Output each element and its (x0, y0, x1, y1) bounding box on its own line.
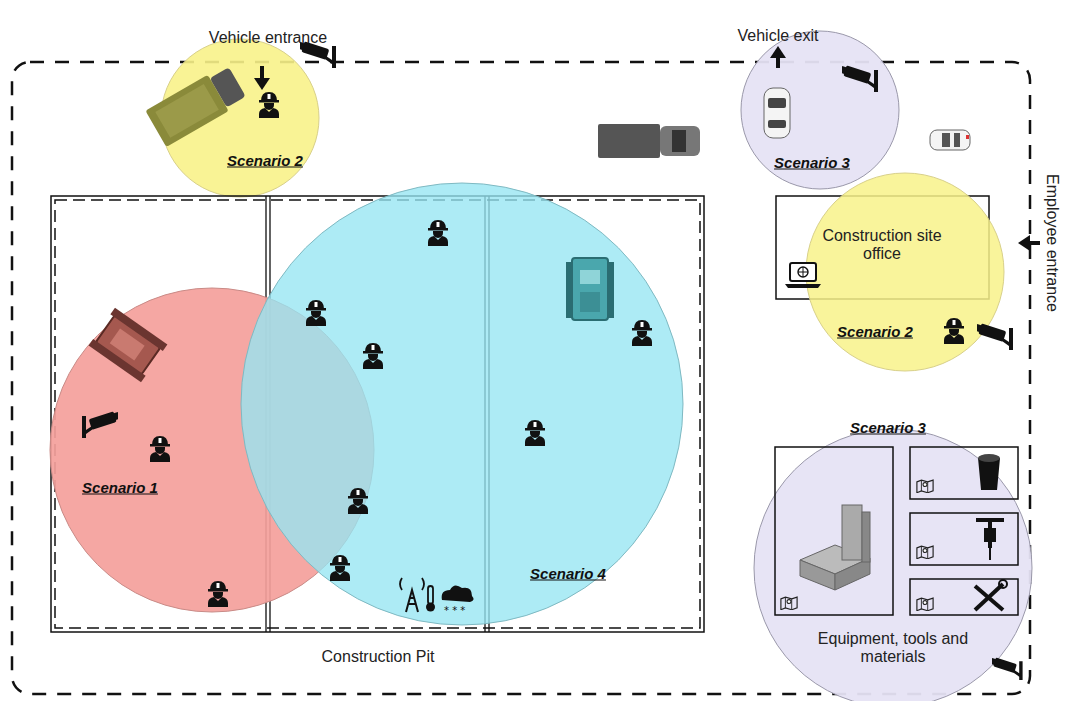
scenario-label: Scenario 1 (82, 479, 158, 496)
scenario-zone: Scenario 2 (805, 172, 1005, 372)
pickup-truck (598, 124, 700, 158)
jackhammer (976, 520, 1004, 560)
building-materials (800, 505, 870, 590)
tools (975, 580, 1007, 610)
sensor-icons: * * * (400, 578, 474, 616)
scenario-label: Scenario 3 (850, 419, 926, 436)
car (930, 130, 970, 150)
scenario-zone: Scenario 4 (240, 182, 684, 626)
storage-areas (775, 447, 1018, 615)
scenario-label: Scenario 2 (227, 152, 303, 169)
laptop (785, 263, 821, 288)
entrance-label: Vehicle entrance (209, 29, 327, 47)
entrance-label: Employee entrance (1043, 174, 1061, 312)
scenario-zone-outline (240, 182, 684, 626)
scenario-label: Scenario 3 (774, 154, 850, 171)
scenario-label: Scenario 2 (837, 323, 913, 340)
robot-machine (566, 258, 614, 320)
scenario-label: Scenario 4 (530, 565, 606, 582)
area-label: Equipment, tools and materials (793, 630, 993, 666)
paint-bucket (978, 454, 1000, 490)
area-label: Construction site office (802, 227, 962, 263)
svg-text:* * *: * * * (444, 605, 465, 616)
car (764, 88, 790, 138)
robot-machine (89, 308, 168, 382)
scenario-zone-outline (805, 172, 1005, 372)
area-label: Construction Pit (322, 648, 435, 666)
entrance-label: Vehicle exit (738, 27, 819, 45)
truck (145, 64, 247, 147)
